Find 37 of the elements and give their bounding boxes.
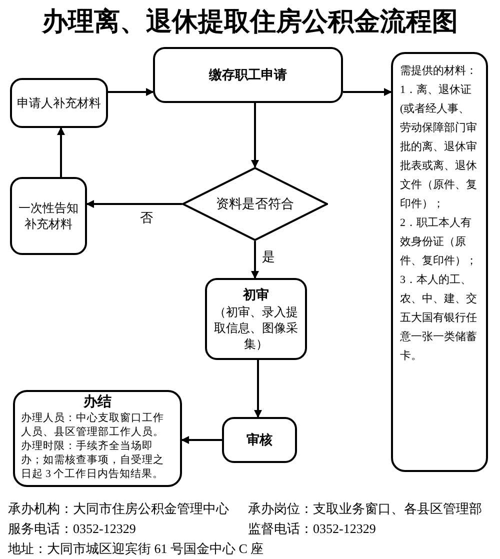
arrow: [86, 200, 182, 208]
materials-text: 1．离、退休证(或者经人事、劳动保障部门审批的离、退休审批表或离、退休文件（原件、复印件）；: [400, 82, 478, 212]
arrow: [57, 127, 65, 177]
footer-text: 服务电话：0352-12329: [8, 520, 136, 538]
box-body-text: 办理人员：中心支取窗口工作人员、县区管理部工作人员。: [21, 412, 165, 440]
box-heading: 申请人补充材料: [17, 95, 101, 111]
edge-label: 否: [138, 210, 155, 226]
footer-text: 承办岗位：支取业务窗口、各县区管理部: [248, 500, 482, 518]
box-body-text: 办理时限：手续齐全当场即办；如需核查事项，自受理之日起 3 个工作日内告知结果。: [21, 440, 165, 482]
process-box: [10, 177, 87, 255]
box-body-text: （初审、录入提取信息、图像采集）: [213, 304, 299, 352]
arrow: [181, 436, 222, 444]
process-box: [13, 390, 182, 487]
footer-text: 地址：大同市城区迎宾街 61 号国金中心 C 座: [8, 540, 264, 558]
process-box: [205, 278, 307, 360]
arrow: [251, 103, 259, 168]
title: 办理离、退休提取住房公积金流程图: [40, 6, 459, 38]
arrow: [251, 241, 259, 279]
process-box: [10, 78, 108, 128]
footer-text: 承办机构：大同市住房公积金管理中心: [8, 500, 229, 518]
edge-label: 是: [260, 249, 277, 265]
materials-text: 2．职工本人有效身份证（原件、复印件）；: [400, 216, 478, 269]
arrow: [254, 360, 262, 418]
process-box: [153, 47, 343, 103]
materials-text: 3．本人的工、农、中、建、交五大国有银行任意一张一类储蓄卡。: [400, 273, 478, 364]
process-box: [222, 417, 297, 463]
box-heading: 初审: [243, 286, 269, 304]
box-heading: 一次性告知补充材料: [18, 200, 80, 232]
decision-text: 资料是否符合: [216, 195, 294, 214]
box-heading: 审核: [246, 431, 272, 449]
arrow: [343, 88, 392, 96]
footer-text: 监督电话：0352-12329: [248, 520, 376, 538]
materials-box: [391, 52, 488, 472]
arrow: [108, 88, 154, 96]
box-heading: 缴存职工申请: [209, 66, 287, 84]
materials-text: 需提供的材料：: [400, 64, 478, 79]
box-heading: 办结: [82, 394, 112, 412]
